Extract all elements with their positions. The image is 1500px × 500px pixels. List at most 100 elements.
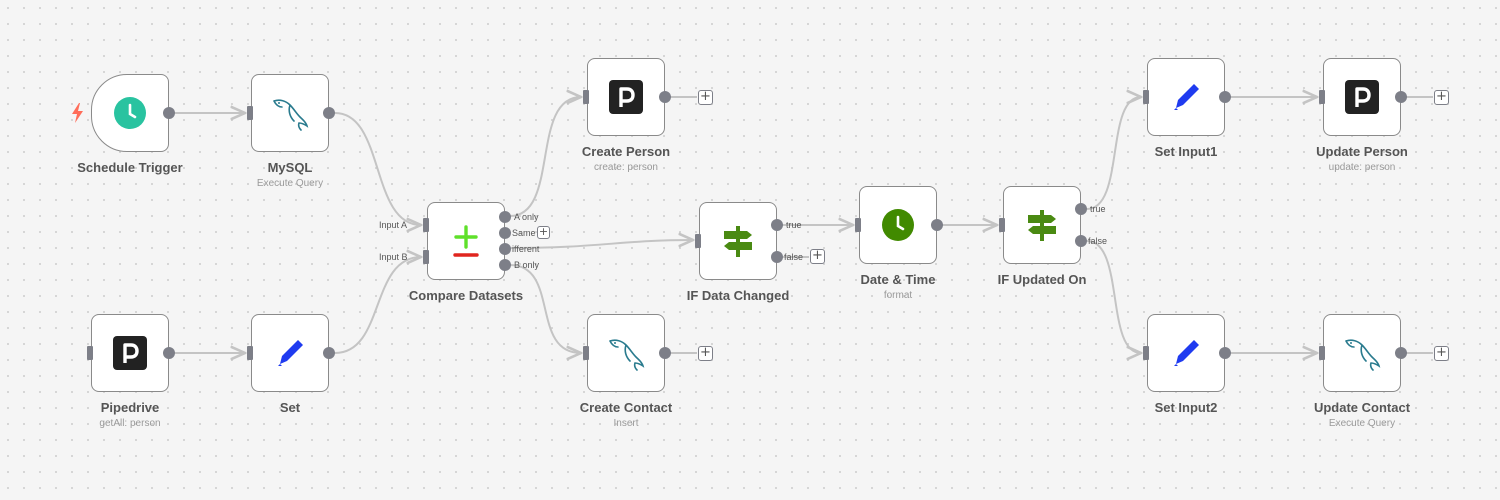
set-input2-output-port[interactable] — [1219, 347, 1231, 359]
node-pipedrive[interactable] — [91, 314, 169, 392]
edge-bonly-createcontact — [509, 264, 581, 353]
pipedrive-icon — [1345, 80, 1379, 114]
node-set[interactable] — [251, 314, 329, 392]
same-label: Same — [512, 228, 536, 238]
add-node-button[interactable]: + — [1434, 90, 1449, 105]
true-label: true — [786, 220, 802, 230]
node-update-contact[interactable] — [1323, 314, 1401, 392]
pencil-icon — [1174, 340, 1199, 366]
mysql-dolphin-icon — [609, 339, 645, 371]
compare-datasets-icon — [453, 225, 479, 257]
node-title: Update Contact — [1313, 400, 1411, 415]
node-title: Compare Datasets — [408, 288, 524, 303]
schedule-output-port[interactable] — [163, 107, 175, 119]
mysql-dolphin-icon — [273, 99, 309, 131]
set-input2-input-port[interactable] — [1143, 346, 1149, 360]
if-changed-false-port[interactable] — [771, 251, 783, 263]
node-title: Set — [279, 400, 301, 415]
node-title: Create Person — [581, 144, 671, 159]
pipedrive-icon — [113, 336, 147, 370]
node-if-updated-on[interactable] — [1003, 186, 1081, 264]
node-update-person[interactable] — [1323, 58, 1401, 136]
signpost-icon — [724, 226, 752, 257]
compare-b-only-port[interactable] — [499, 259, 511, 271]
node-set-input1[interactable] — [1147, 58, 1225, 136]
mysql-input-port[interactable] — [247, 106, 253, 120]
node-title: Set Input2 — [1154, 400, 1218, 415]
create-contact-input-port[interactable] — [583, 346, 589, 360]
node-subtitle: getAll: person — [99, 418, 161, 429]
add-node-button[interactable]: + — [698, 90, 713, 105]
pencil-icon — [278, 340, 303, 366]
if-changed-true-port[interactable] — [771, 219, 783, 231]
clock-icon — [882, 209, 914, 241]
false-label: false — [1088, 236, 1108, 246]
if-updated-input-port[interactable] — [999, 218, 1005, 232]
date-time-output-port[interactable] — [931, 219, 943, 231]
create-contact-output-port[interactable] — [659, 347, 671, 359]
node-title: Date & Time — [860, 272, 936, 287]
pencil-icon — [1174, 84, 1199, 110]
update-contact-output-port[interactable] — [1395, 347, 1407, 359]
node-date-time[interactable] — [859, 186, 937, 264]
different-label: ifferent — [512, 244, 540, 254]
pipedrive-output-port[interactable] — [163, 347, 175, 359]
node-subtitle: format — [883, 290, 913, 301]
mysql-dolphin-icon — [1345, 339, 1381, 371]
set-output-port[interactable] — [323, 347, 335, 359]
compare-input-b-port[interactable] — [423, 250, 429, 264]
create-person-input-port[interactable] — [583, 90, 589, 104]
node-schedule-trigger[interactable] — [91, 74, 169, 152]
node-title: Create Contact — [579, 400, 673, 415]
node-title: MySQL — [267, 160, 313, 175]
add-node-button[interactable]: + — [537, 225, 550, 239]
node-subtitle: Execute Query — [1328, 418, 1396, 429]
pipedrive-icon — [609, 80, 643, 114]
node-title: Pipedrive — [100, 400, 160, 415]
node-subtitle: create: person — [594, 162, 658, 173]
compare-input-a-port[interactable] — [423, 218, 429, 232]
node-title: IF Data Changed — [686, 288, 790, 303]
node-if-data-changed[interactable] — [699, 202, 777, 280]
a-only-label: A only — [514, 212, 539, 222]
node-compare-datasets[interactable] — [427, 202, 505, 280]
node-create-person[interactable] — [587, 58, 665, 136]
create-person-output-port[interactable] — [659, 91, 671, 103]
if-updated-false-port[interactable] — [1075, 235, 1087, 247]
node-set-input2[interactable] — [1147, 314, 1225, 392]
true-label: true — [1090, 204, 1106, 214]
node-title: Update Person — [1316, 144, 1408, 159]
compare-different-port[interactable] — [499, 243, 511, 255]
node-title: Set Input1 — [1154, 144, 1218, 159]
node-title: Schedule Trigger — [77, 160, 183, 175]
update-person-input-port[interactable] — [1319, 90, 1325, 104]
node-title: IF Updated On — [997, 272, 1087, 287]
add-node-button[interactable]: + — [1434, 346, 1449, 361]
node-mysql[interactable] — [251, 74, 329, 152]
node-subtitle: Insert — [613, 418, 639, 429]
add-node-button[interactable]: + — [698, 346, 713, 361]
if-updated-true-port[interactable] — [1075, 203, 1087, 215]
update-person-output-port[interactable] — [1395, 91, 1407, 103]
b-only-label: B only — [514, 260, 540, 270]
signpost-icon — [1028, 210, 1056, 241]
compare-same-port[interactable] — [499, 227, 511, 239]
update-contact-input-port[interactable] — [1319, 346, 1325, 360]
pipedrive-input-port[interactable] — [87, 346, 93, 360]
clock-icon — [114, 97, 146, 129]
edge-set-compare — [334, 257, 421, 354]
set-input1-input-port[interactable] — [1143, 90, 1149, 104]
node-create-contact[interactable] — [587, 314, 665, 392]
set-input1-output-port[interactable] — [1219, 91, 1231, 103]
compare-a-only-port[interactable] — [499, 211, 511, 223]
mysql-output-port[interactable] — [323, 107, 335, 119]
add-node-button[interactable]: + — [810, 249, 825, 264]
input-a-label: Input A — [379, 220, 408, 230]
edge-false-setinput2 — [1086, 240, 1141, 353]
node-subtitle: update: person — [1328, 162, 1396, 173]
set-input-port[interactable] — [247, 346, 253, 360]
input-b-label: Input B — [379, 252, 408, 262]
if-changed-input-port[interactable] — [695, 234, 701, 248]
false-label: false — [784, 252, 804, 262]
date-time-input-port[interactable] — [855, 218, 861, 232]
